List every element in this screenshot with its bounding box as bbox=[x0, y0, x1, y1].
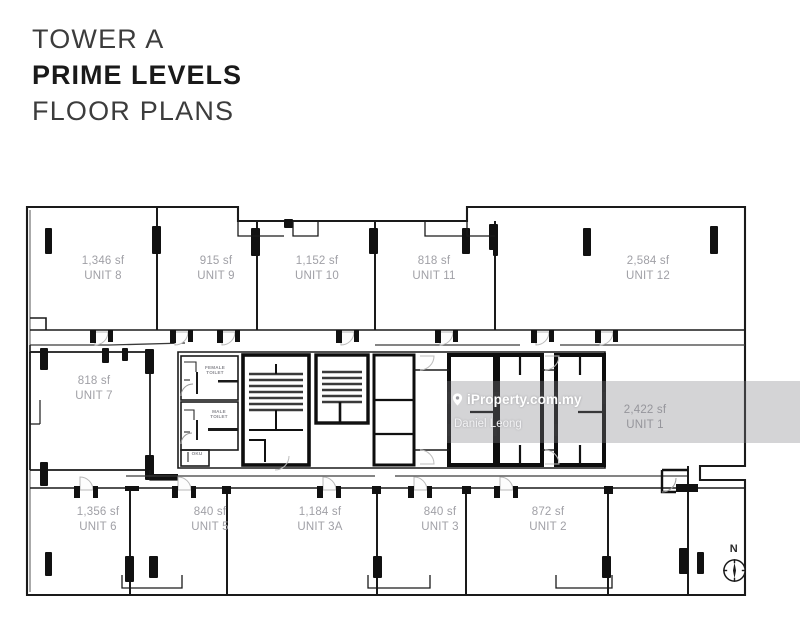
unit7-door bbox=[29, 400, 185, 481]
unit-name: UNIT 2 bbox=[529, 520, 567, 533]
stair-mid-walls bbox=[316, 402, 368, 425]
toilet-partitions bbox=[196, 372, 238, 440]
unit-name: UNIT 10 bbox=[294, 269, 339, 282]
core-label-line1: FEMALE bbox=[204, 365, 226, 370]
lift-shaft-group-1 bbox=[447, 353, 497, 467]
stair-landing-left bbox=[249, 429, 303, 462]
unit-name: UNIT 5 bbox=[191, 520, 229, 533]
core-outline bbox=[177, 351, 606, 469]
top-vestibules bbox=[237, 221, 495, 237]
service-shaft bbox=[372, 353, 416, 467]
bottom-exit-lobbies bbox=[121, 575, 613, 589]
compass-icon bbox=[723, 559, 746, 582]
unit-area: 872 sf bbox=[531, 506, 565, 518]
unit7-window-mullions bbox=[40, 348, 154, 486]
unit-area: 840 sf bbox=[193, 506, 227, 518]
unit-label-unit-12: 2,584 sf UNIT 12 bbox=[600, 254, 696, 283]
unit-label-unit-9: 915 sf UNIT 9 bbox=[175, 254, 257, 283]
toilet-fixtures bbox=[184, 361, 197, 462]
unit-label-unit-10: 1,152 sf UNIT 10 bbox=[272, 254, 362, 283]
unit-label-unit-6: 1,356 sf UNIT 6 bbox=[52, 505, 144, 534]
corridor-upper bbox=[30, 342, 745, 346]
unit-label-unit-8: 1,346 sf UNIT 8 bbox=[58, 254, 148, 283]
unit-name: UNIT 9 bbox=[197, 269, 235, 282]
core-side-doors bbox=[274, 355, 560, 471]
unit-name: UNIT 11 bbox=[412, 269, 456, 282]
watermark-brand-text: iProperty.com.my bbox=[467, 392, 582, 407]
unit-name: UNIT 3A bbox=[297, 520, 343, 533]
core-label-oku-toilet: OKU bbox=[186, 451, 208, 456]
unit-label-unit-3: 840 sf UNIT 3 bbox=[398, 505, 482, 534]
door-swings-upper bbox=[94, 331, 614, 346]
core-label-line2: TOILET bbox=[206, 370, 224, 376]
unit-name: UNIT 3 bbox=[421, 520, 459, 533]
unit-label-unit-5: 840 sf UNIT 5 bbox=[168, 505, 252, 534]
lift-lobby-dividers bbox=[470, 355, 604, 465]
unit-area: 818 sf bbox=[77, 375, 111, 387]
unit7-door-mark bbox=[150, 474, 178, 480]
unit-label-unit-3a: 1,184 sf UNIT 3A bbox=[272, 505, 368, 534]
watermark-brand: iProperty.com.my bbox=[452, 392, 652, 407]
unit-label-unit-1: 2,422 sf UNIT 1 bbox=[600, 403, 690, 432]
core-label-line1: MALE bbox=[212, 409, 226, 414]
north-compass: N bbox=[714, 543, 754, 595]
unit-area: 2,584 sf bbox=[626, 255, 670, 267]
bottom-exit-mullions bbox=[149, 556, 611, 578]
unit-name: UNIT 1 bbox=[626, 418, 664, 431]
page-title: TOWER A PRIME LEVELS FLOOR PLANS bbox=[32, 26, 242, 134]
title-line-prime-levels: PRIME LEVELS bbox=[32, 60, 243, 90]
unit-name: UNIT 6 bbox=[79, 520, 117, 533]
unit-name: UNIT 12 bbox=[625, 269, 670, 282]
unit7-walls bbox=[29, 351, 151, 471]
unit-label-unit-7: 818 sf UNIT 7 bbox=[52, 374, 136, 403]
unit-name: UNIT 8 bbox=[84, 269, 122, 282]
toilet-block bbox=[180, 355, 239, 467]
unit-label-unit-2: 872 sf UNIT 2 bbox=[506, 505, 590, 534]
core-label-line2: TOILET bbox=[210, 414, 228, 420]
door-swings-lower bbox=[79, 476, 514, 491]
unit-area: 1,152 sf bbox=[295, 255, 339, 267]
title-line-floor-plans: FLOOR PLANS bbox=[32, 96, 235, 126]
service-shaft-div bbox=[374, 398, 414, 436]
toilet-entry-doors bbox=[180, 383, 194, 445]
unit-area: 1,184 sf bbox=[298, 506, 342, 518]
unit-area: 840 sf bbox=[423, 506, 457, 518]
unit-area: 1,356 sf bbox=[76, 506, 120, 518]
watermark-agent-name: Daniel Leong bbox=[454, 418, 522, 430]
lobby-corridor bbox=[414, 369, 556, 451]
door-jambs-lower bbox=[74, 486, 518, 498]
unit-area: 2,422 sf bbox=[623, 404, 667, 416]
window-mullions-bottom bbox=[45, 484, 704, 582]
unit-area: 818 sf bbox=[417, 255, 451, 267]
title-line-tower: TOWER A bbox=[32, 24, 165, 54]
core-label-line1: OKU bbox=[191, 451, 203, 456]
watermark: iProperty.com.my Daniel Leong bbox=[452, 392, 652, 430]
right-notch-door bbox=[661, 477, 677, 493]
unit-area: 1,346 sf bbox=[81, 255, 125, 267]
corridor-left-return bbox=[29, 317, 47, 353]
unit-name: UNIT 7 bbox=[75, 389, 113, 402]
unit-area: 915 sf bbox=[199, 255, 233, 267]
location-pin-icon bbox=[452, 393, 463, 406]
stair-treads-left bbox=[249, 372, 303, 412]
window-mullions-top bbox=[45, 219, 718, 256]
unit-label-unit-11: 818 sf UNIT 11 bbox=[392, 254, 476, 283]
stair-treads-mid bbox=[322, 370, 362, 404]
compass-north-label: N bbox=[729, 543, 739, 555]
lift-doors bbox=[447, 392, 606, 436]
door-jambs-upper bbox=[90, 330, 618, 343]
